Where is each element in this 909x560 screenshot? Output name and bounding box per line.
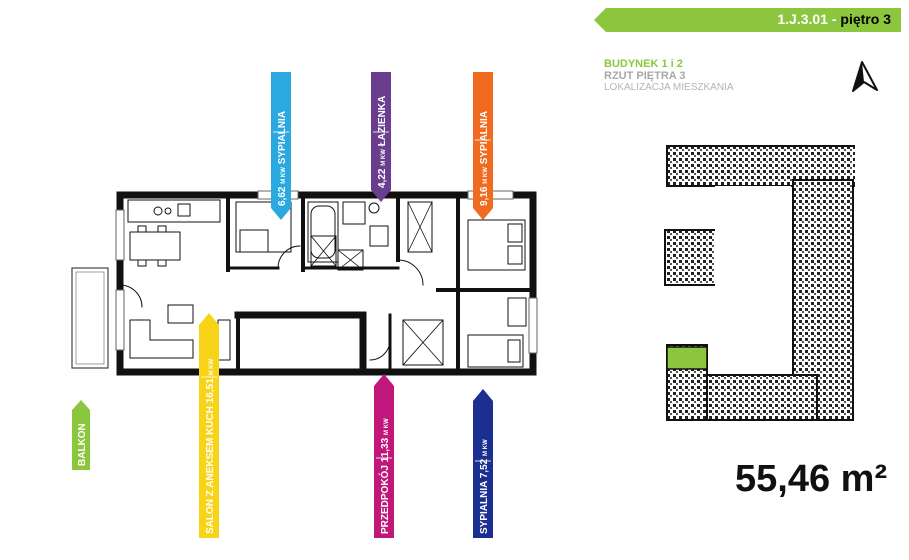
room-label-bathroom: 4,22 M KW ŁAZIENKA <box>371 72 391 202</box>
room-area: 16,51 <box>205 378 216 403</box>
room-label-balcony: BALKON <box>72 400 90 470</box>
svg-text:6,62 M KW: 6,62 M KW SYPIALNIA <box>277 111 288 206</box>
unit-banner: 1.J.3.01 - piętro 3 <box>594 8 901 32</box>
room-name: SALON Z ANEKSEM KUCH <box>205 406 216 534</box>
unit-title: 1.J.3.01 - piętro 3 <box>777 11 891 27</box>
highlighted-apartment <box>666 346 708 370</box>
svg-text:SALON Z ANEKSEM KUCH: SALON Z ANEKSEM KUCH 16,51 M KW <box>205 358 216 534</box>
unit-floor: piętro 3 <box>840 11 891 27</box>
banner-shape <box>594 8 901 32</box>
room-name: SYPIALNIA <box>479 111 490 164</box>
room-label-bedroom-2: 9,16 M KW SYPIALNIA <box>473 72 493 220</box>
room-area: 4,22 <box>377 168 388 188</box>
room-name: SYPIALNIA <box>479 481 490 534</box>
unit-code: 1.J.3.01 <box>777 11 828 27</box>
room-area-unit: M KW <box>384 418 390 435</box>
room-area: 6,62 <box>277 186 288 206</box>
room-area-unit: M KW <box>483 439 489 456</box>
floor-plan-drawing <box>71 190 538 376</box>
room-area-unit: M KW <box>483 167 489 184</box>
building-outline <box>664 145 858 421</box>
room-area: 11,33 <box>380 437 391 462</box>
room-label-living-room: SALON Z ANEKSEM KUCH 16,51 M KW <box>199 313 219 538</box>
svg-text:SYPIALNIA 7,52: SYPIALNIA 7,52 M KW <box>479 439 490 534</box>
north-arrow-icon <box>850 60 880 99</box>
room-name: SYPIALNIA <box>277 111 288 164</box>
location-label: LOKALIZACJA MIESZKANIA <box>604 82 734 93</box>
room-label-bedroom-1: 6,62 M KW SYPIALNIA <box>271 72 291 220</box>
unit-separator: - <box>831 11 837 27</box>
svg-text:9,16 M KW: 9,16 M KW SYPIALNIA <box>479 111 490 206</box>
total-area: 55,46 m² <box>735 458 888 500</box>
floor-plan-label: RZUT PIĘTRA 3 <box>604 70 686 82</box>
site-location-map <box>655 140 858 440</box>
room-name: BALKON <box>77 423 88 466</box>
svg-text:PRZEDPOKÓJ 11,: PRZEDPOKÓJ 11,33 M KW <box>378 418 391 534</box>
building-info: BUDYNEK 1 i 2 RZUT PIĘTRA 3 LOKALIZACJA … <box>604 58 733 94</box>
svg-text:4,22 M KW: 4,22 M KW ŁAZIENKA <box>377 96 388 188</box>
room-area-unit: M KW <box>209 358 215 375</box>
building-title: BUDYNEK 1 i 2 <box>604 58 683 70</box>
room-label-hallway: PRZEDPOKÓJ 11,33 M KW <box>374 374 394 538</box>
room-area: 7,52 <box>479 458 490 478</box>
room-name: PRZEDPOKÓJ <box>378 465 391 534</box>
room-name: ŁAZIENKA <box>377 96 388 147</box>
room-area-unit: M KW <box>381 149 387 166</box>
room-area-unit: M KW <box>281 167 287 184</box>
floor-plan <box>68 190 548 385</box>
room-area: 9,16 <box>479 186 490 206</box>
room-label-bedroom-3: SYPIALNIA 7,52 M KW <box>473 389 493 538</box>
